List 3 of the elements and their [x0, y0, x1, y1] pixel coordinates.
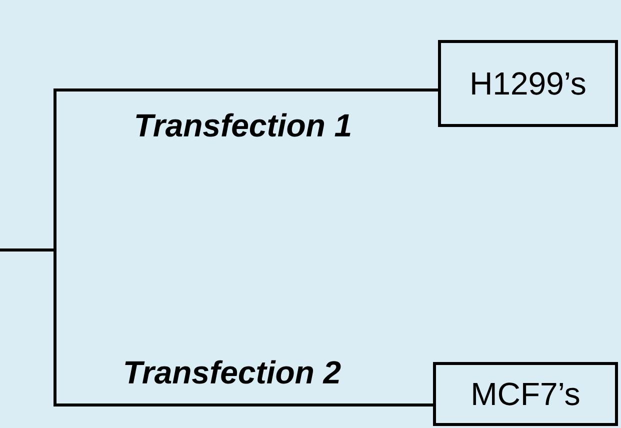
bracket-line — [0, 248, 433, 406]
edge-label: Transfection 2 — [125, 360, 341, 384]
edge-label: Transfection 1 — [136, 113, 350, 137]
